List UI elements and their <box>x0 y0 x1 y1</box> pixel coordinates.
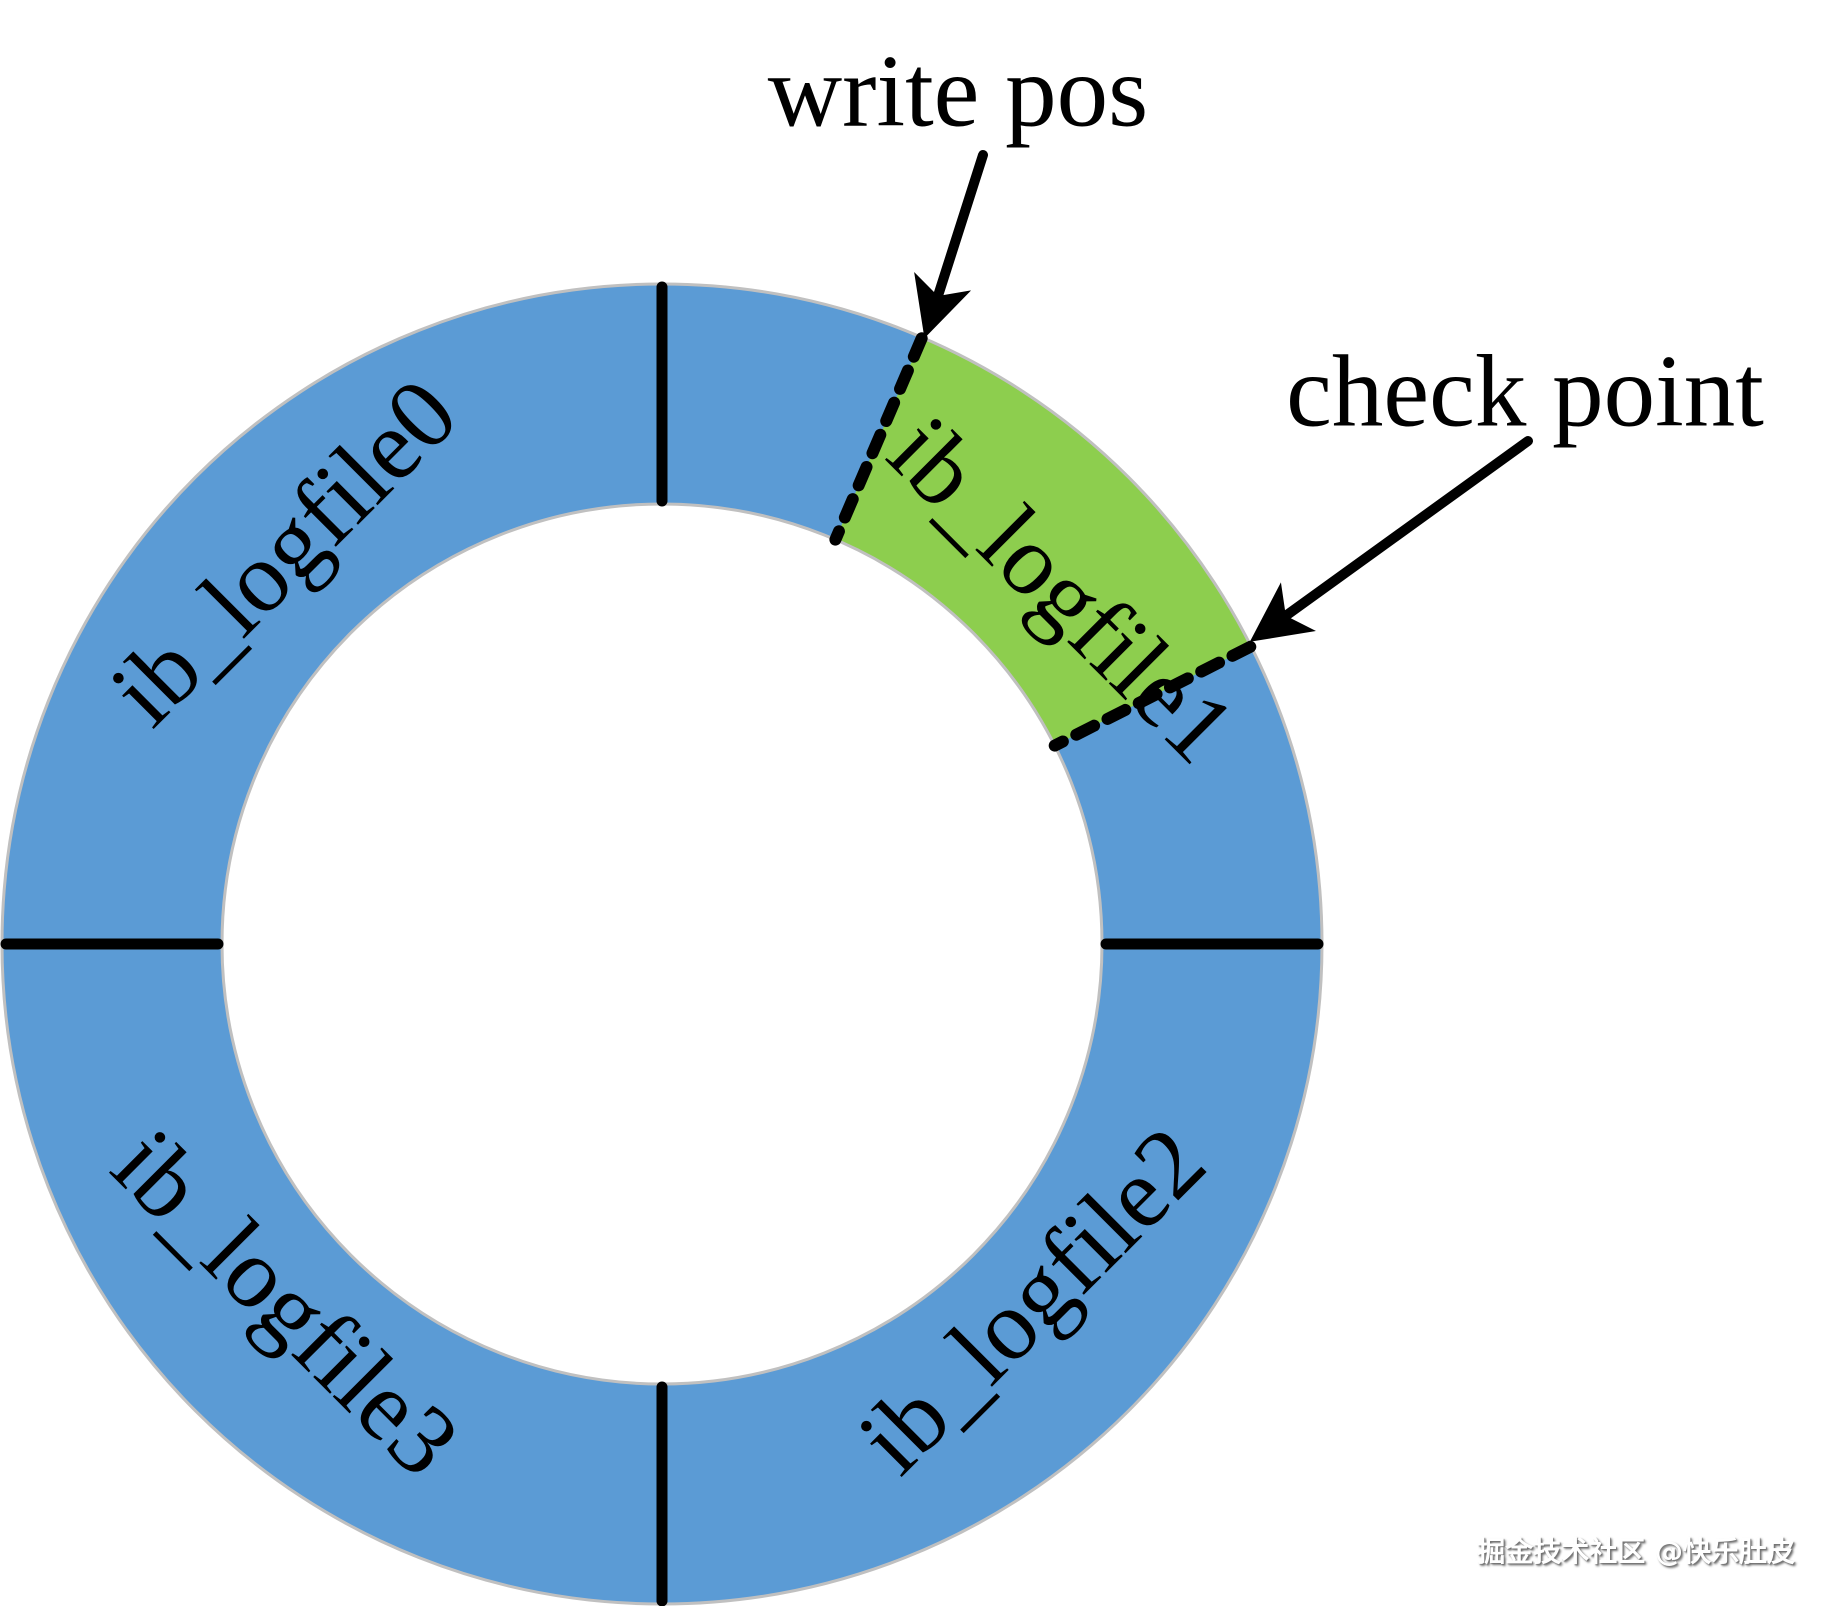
ring-inner-hole <box>222 504 1102 1384</box>
check-point-arrow <box>1249 436 1533 642</box>
write-pos-label: write pos <box>767 34 1149 149</box>
write-pos-marker-line <box>829 332 928 546</box>
check-point-marker-line <box>1048 640 1257 752</box>
active-log-region <box>835 338 1251 746</box>
watermark-text: 掘金技术社区 @快乐肚皮 <box>1477 1535 1795 1568</box>
check-point-label: check point <box>1286 334 1764 449</box>
write-pos-arrow <box>914 150 988 339</box>
